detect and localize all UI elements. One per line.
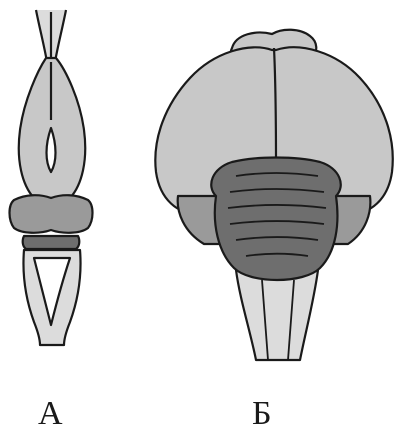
brain-b-brainstem — [236, 270, 318, 360]
brain-a — [10, 10, 93, 345]
brain-b — [155, 30, 392, 360]
label-b: Б — [252, 397, 272, 431]
brain-a-cerebellum — [23, 236, 80, 249]
brain-a-epiphysis — [47, 128, 56, 172]
label-a: А — [38, 397, 63, 431]
brain-a-midbrain — [10, 195, 93, 233]
brain-b-cerebellum — [211, 158, 341, 281]
